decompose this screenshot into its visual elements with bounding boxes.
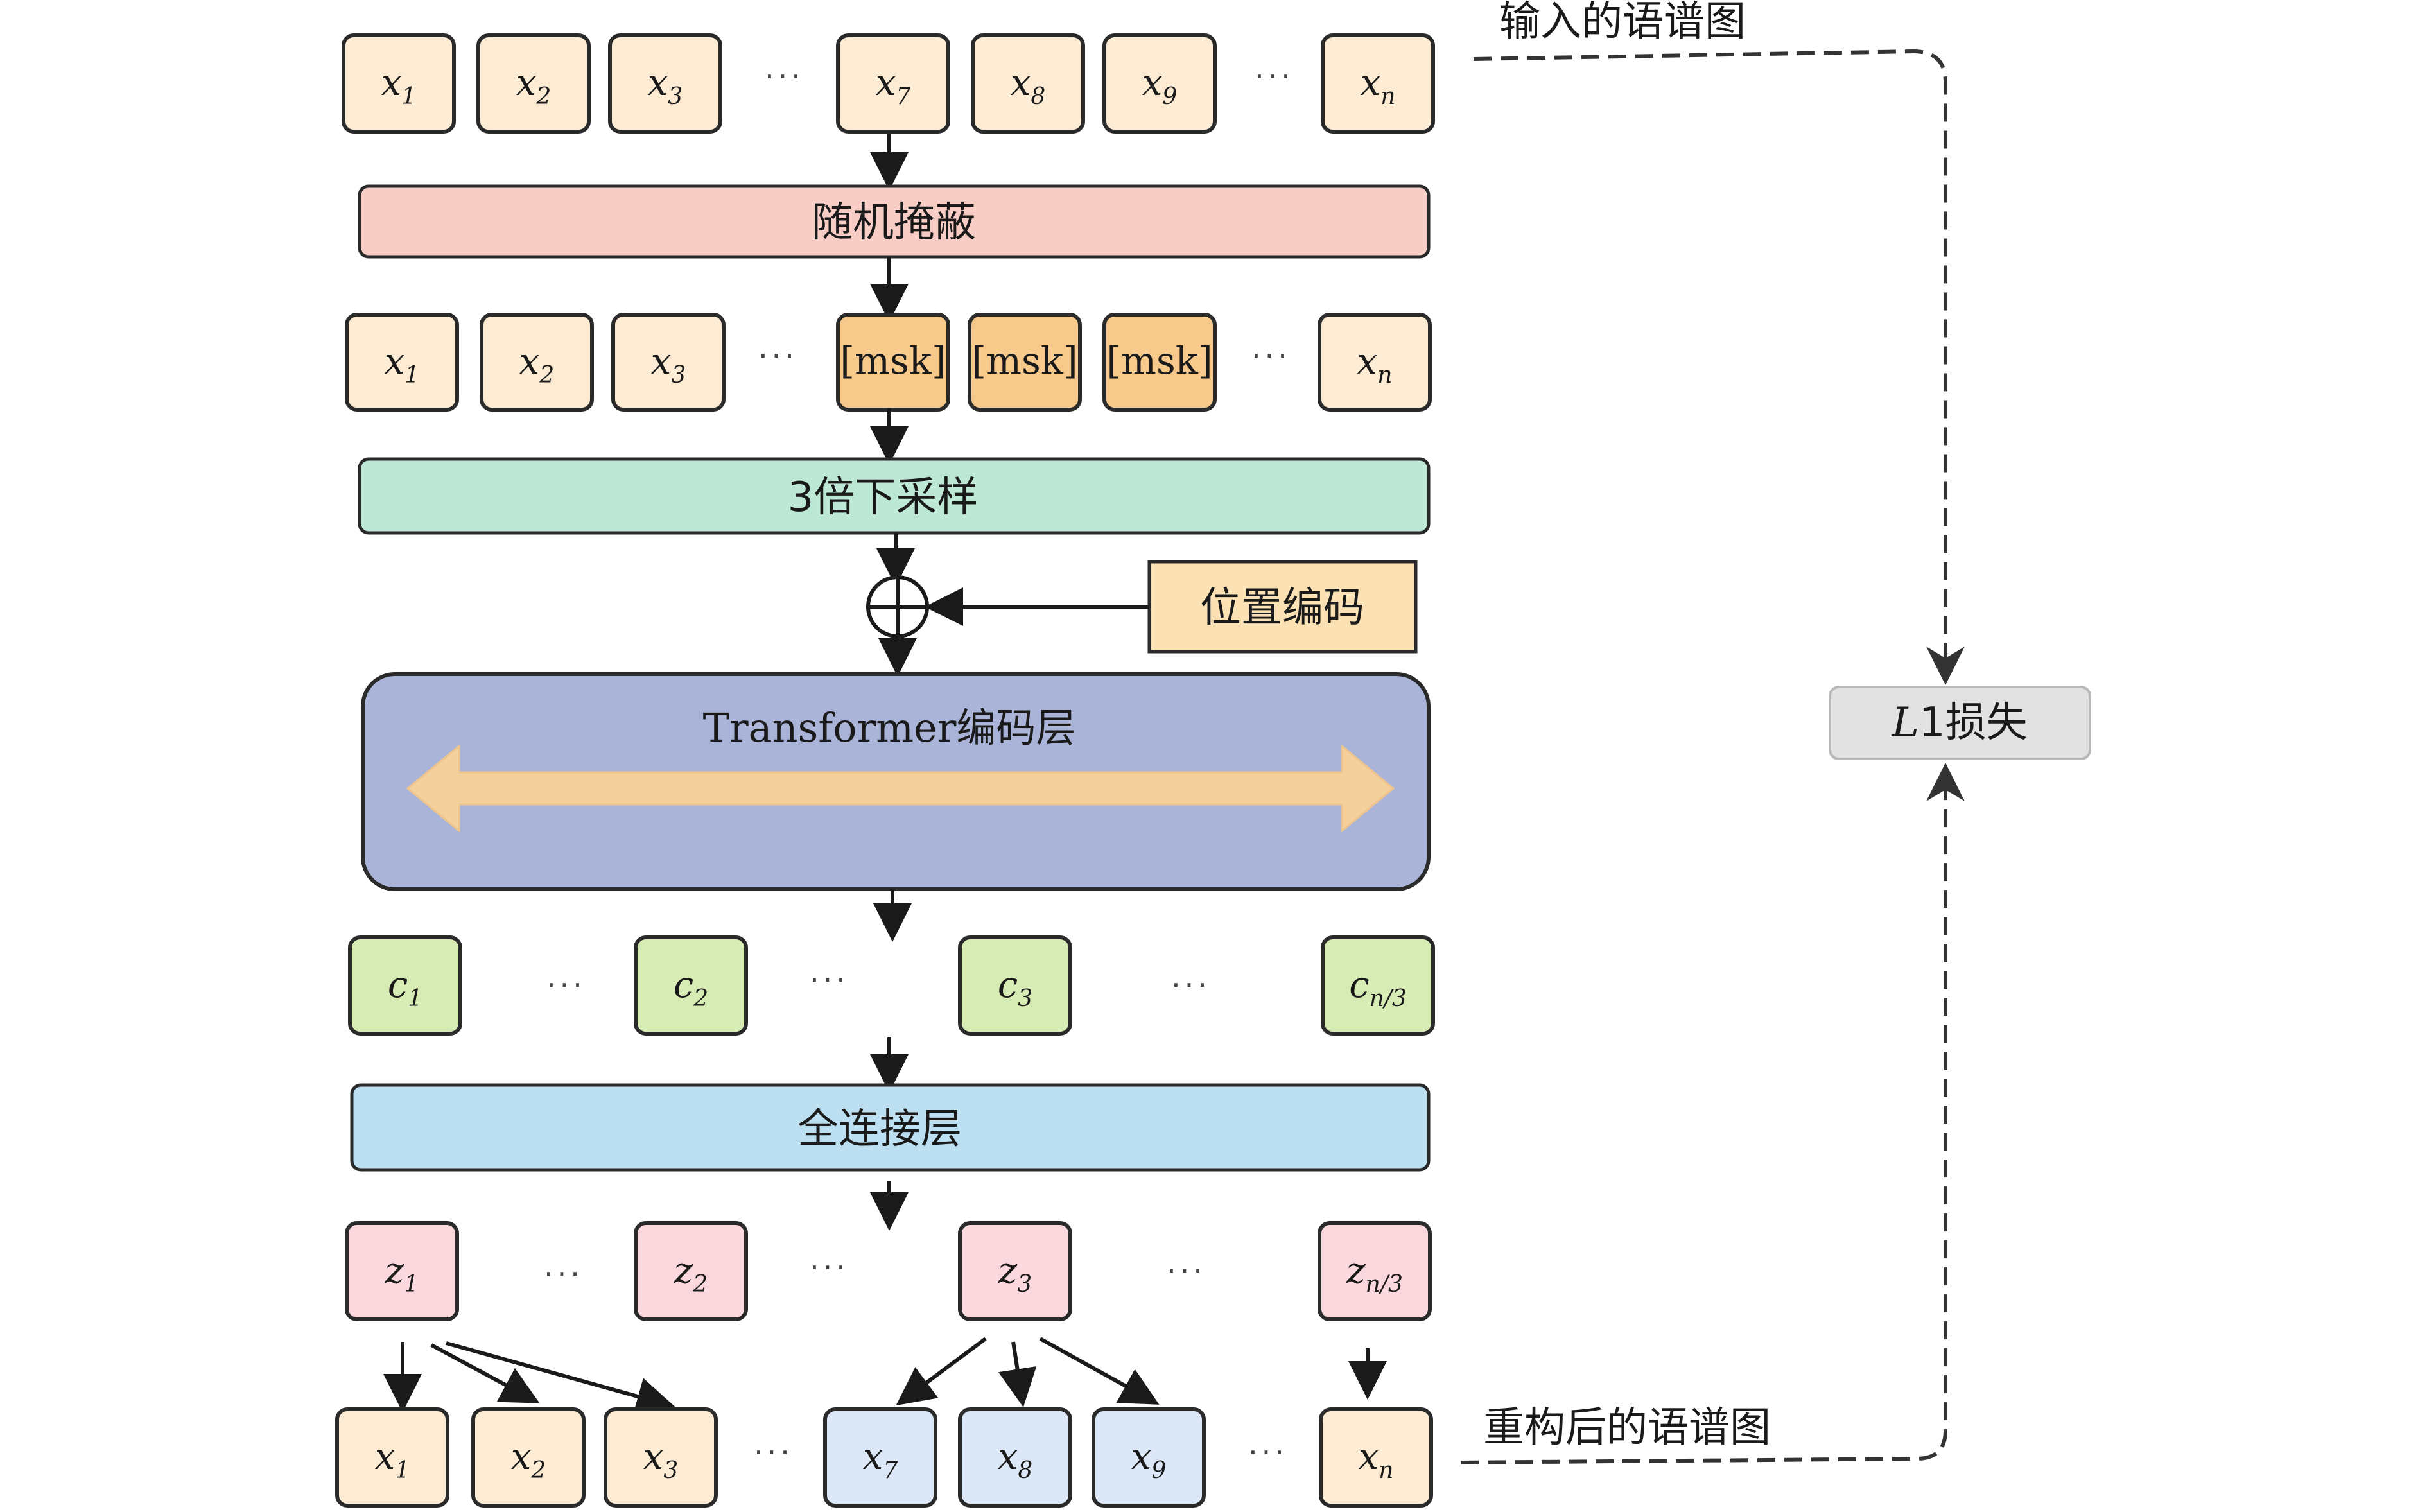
token-box: x8	[971, 33, 1085, 134]
token-box: x8	[958, 1407, 1072, 1508]
transformer-label: Transformer编码层	[703, 704, 1076, 751]
token-label: x2	[519, 341, 555, 388]
token-box: [msk]	[1102, 313, 1217, 412]
sum-node-icon	[866, 575, 929, 638]
token-box: xn	[1321, 33, 1435, 134]
token-box: x7	[823, 1407, 937, 1508]
context-token-row: c1 c2 c3 cn/3	[348, 935, 1435, 1036]
token-box: x1	[345, 313, 459, 412]
dashed-loss-path-bottom	[1460, 763, 1965, 1464]
token-label: x7	[863, 1436, 898, 1484]
token-box: cn/3	[1321, 935, 1435, 1036]
token-label: c3	[998, 964, 1032, 1012]
token-box: x2	[471, 1407, 586, 1508]
token-box: x3	[611, 313, 726, 412]
token-box: z1	[345, 1221, 459, 1321]
token-label: xn	[1359, 1436, 1394, 1484]
input-spectrogram-label: 输入的语谱图	[1499, 0, 1746, 46]
token-label: x9	[1142, 62, 1178, 110]
token-box: [msk]	[836, 313, 950, 412]
token-box: xn	[1319, 1407, 1433, 1508]
input-token-row: x1 x2 x3 x7 x8 x9 xn	[342, 33, 1435, 134]
token-label: z1	[385, 1250, 419, 1298]
ellipsis: ···	[544, 1256, 584, 1291]
token-label: x1	[381, 62, 417, 110]
fanout-arrow	[430, 1343, 540, 1403]
fully-connected-label: 全连接层	[797, 1106, 962, 1153]
dashed-loss-path-top	[1473, 49, 1965, 685]
mask-token-label: [msk]	[971, 339, 1077, 383]
position-encoding-box	[1147, 560, 1418, 654]
token-box: c3	[958, 935, 1072, 1036]
ellipsis: ···	[1167, 1253, 1206, 1288]
fanout-arrow	[446, 1341, 675, 1416]
ellipsis: ···	[1251, 338, 1291, 373]
token-label: x1	[385, 341, 420, 388]
token-box: xn	[1318, 313, 1432, 412]
token-label: c1	[388, 964, 422, 1012]
l1-loss-box	[1829, 686, 2091, 760]
token-box: x9	[1102, 33, 1217, 134]
ellipsis: ···	[810, 1250, 849, 1285]
token-label: c2	[674, 964, 708, 1012]
token-box: z2	[634, 1221, 748, 1321]
token-box: x2	[476, 33, 591, 134]
reconstructed-token-row: x1 x2 x3 x7 x8 x9 xn	[335, 1407, 1433, 1508]
token-box: c1	[348, 935, 462, 1036]
token-label: x3	[643, 1436, 679, 1484]
mask-token-label: [msk]	[840, 339, 946, 383]
projected-token-row: z1 z2 z3 zn/3	[345, 1221, 1432, 1321]
token-label: x2	[511, 1436, 546, 1484]
downsample-label: 3倍下采样	[788, 474, 979, 521]
token-label: z2	[674, 1250, 708, 1298]
token-label: x8	[1011, 62, 1046, 110]
token-label: xn	[1361, 62, 1396, 110]
token-box: x3	[608, 33, 722, 134]
token-box: zn/3	[1318, 1221, 1432, 1321]
mask-token-label: [msk]	[1106, 339, 1212, 383]
token-label: xn	[1357, 341, 1393, 388]
token-label: z3	[998, 1250, 1032, 1298]
token-box: x7	[836, 33, 950, 134]
ellipsis: ···	[758, 338, 798, 373]
ellipsis: ···	[810, 962, 849, 997]
token-box: x1	[335, 1407, 449, 1508]
ellipsis: ···	[765, 59, 805, 94]
masked-token-row: x1 x2 x3 [msk] [msk] [msk] xn	[345, 313, 1432, 412]
fully-connected-bar	[350, 1083, 1431, 1172]
token-label: x1	[375, 1436, 410, 1484]
token-label: x2	[516, 62, 552, 110]
ellipsis: ···	[1248, 1435, 1288, 1470]
ellipsis: ···	[1255, 59, 1294, 94]
token-box: c2	[634, 935, 748, 1036]
random-mask-label: 随机掩蔽	[812, 199, 976, 247]
fanout-arrow	[1039, 1337, 1160, 1405]
token-label: x7	[876, 62, 911, 110]
l1-loss-label: L1损失	[1891, 699, 2027, 747]
token-label: zn/3	[1346, 1250, 1403, 1298]
token-label: x8	[998, 1436, 1033, 1484]
token-label: x3	[651, 341, 686, 388]
ellipsis: ···	[754, 1435, 794, 1470]
token-label: x9	[1131, 1436, 1167, 1484]
ellipsis: ···	[1171, 968, 1211, 1002]
token-label: cn/3	[1349, 964, 1407, 1012]
token-box: x1	[342, 33, 456, 134]
token-box: z3	[958, 1221, 1072, 1321]
position-encoding-label: 位置编码	[1200, 584, 1364, 632]
token-box: [msk]	[968, 313, 1082, 412]
fanout-arrow	[998, 1341, 1037, 1407]
reconstructed-spectrogram-label: 重构后的语谱图	[1483, 1404, 1771, 1452]
token-box: x2	[480, 313, 594, 412]
ellipsis: ···	[546, 968, 586, 1002]
fanout-arrow	[896, 1337, 987, 1406]
token-box: x3	[604, 1407, 718, 1508]
bidirectional-attention-arrow	[406, 743, 1395, 833]
token-box: x9	[1092, 1407, 1206, 1508]
random-mask-bar	[358, 184, 1431, 259]
token-label: x3	[648, 62, 683, 110]
